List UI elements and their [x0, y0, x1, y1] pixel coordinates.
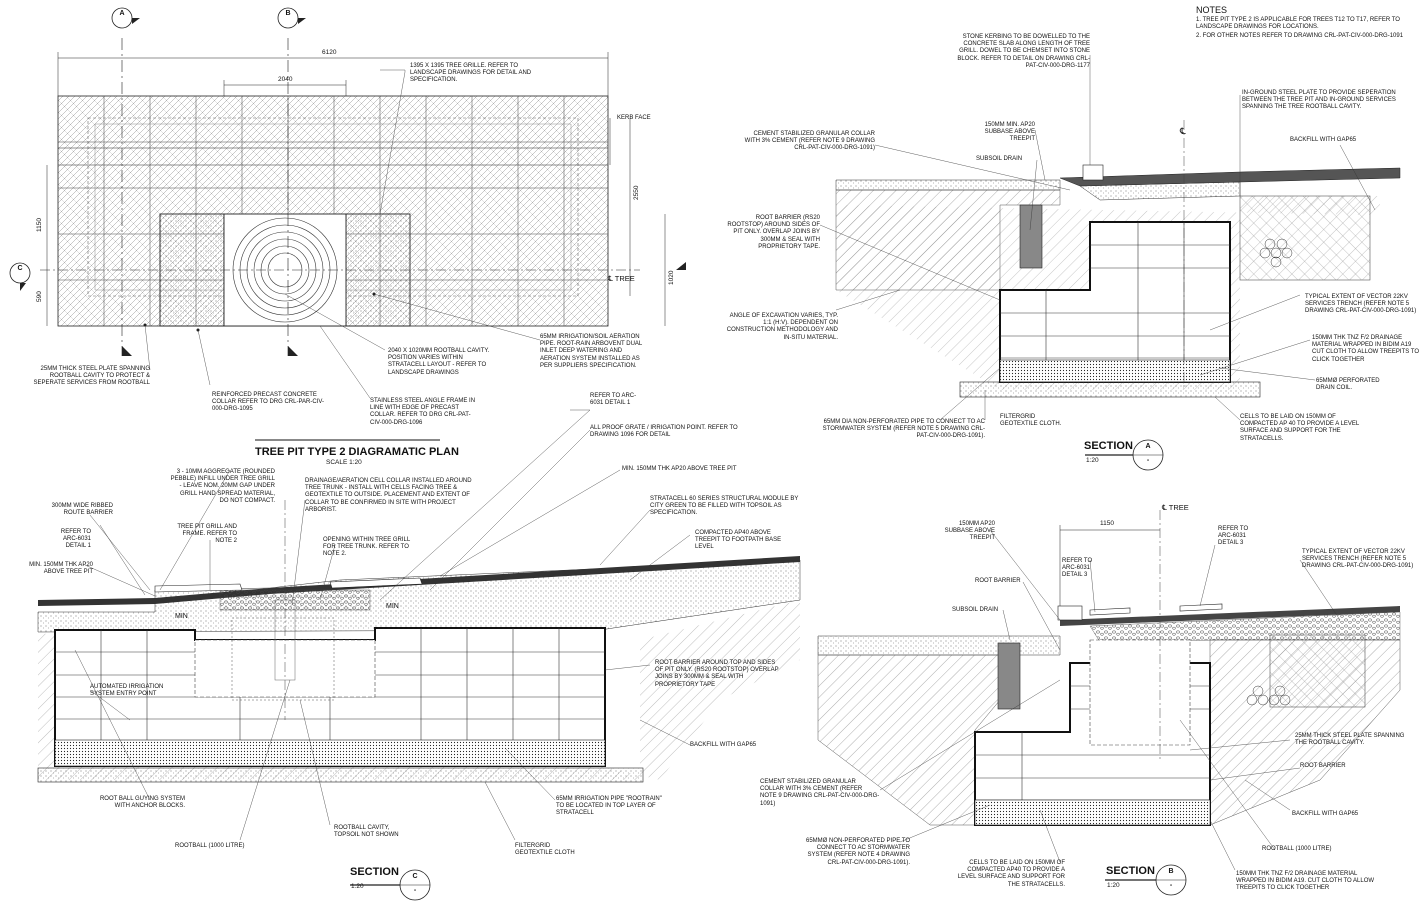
- sc-note-proof-grate: ALL PROOF GRATE / IRRIGATION POINT. REFE…: [590, 425, 738, 439]
- sc-note-aggregate: 3 - 10mm AGGREGATE (ROUNDED PEBBLE) INFI…: [170, 469, 275, 504]
- sb-dim-1150: 1150: [1100, 520, 1114, 527]
- sb-note-vector: TYPICAL EXTENT OF VECTOR 22kV SERVICES T…: [1302, 549, 1414, 570]
- dim-6120: 6120: [322, 49, 337, 56]
- sc-note-filtergrid: FILTERGRID GEOTEXTILE CLOTH: [515, 843, 575, 857]
- sc-note-ribbed: 300mm WIDE RIBBED ROUTE BARRIER: [51, 503, 113, 517]
- kerb-face-label: KERB FACE: [617, 115, 651, 121]
- sc-note-guying: ROOT BALL GUYING SYSTEM WITH ANCHOR BLOC…: [99, 796, 185, 810]
- sb-note-rootball: ROOTBALL (1000 LITRE): [1262, 846, 1332, 852]
- sc-note-refer-left: REFER TO ARC-6031 DETAIL 1: [60, 529, 91, 550]
- sc-note-min150-top: MIN. 150mm THK AP20 ABOVE TREE PIT: [622, 466, 737, 472]
- plan-note-frame: STAINLESS STEEL ANGLE FRAME IN LINE WITH…: [370, 398, 476, 426]
- sa-sub: -: [1146, 457, 1150, 464]
- sc-note-grill-frame: TREE PIT GRILL AND FRAME. REFER TO NOTE …: [177, 524, 237, 545]
- section-c-view: [37, 409, 801, 901]
- dim-1020: 1020: [668, 270, 675, 285]
- sc-note-cavity: ROOTBALL CAVITY, TOPSOIL NOT SHOWN: [334, 825, 399, 839]
- section-marker-a[interactable]: A: [119, 10, 125, 17]
- sa-note-cells: CELLS TO BE LAID ON 150mm OF COMPACTED A…: [1240, 414, 1360, 442]
- sa-note-in-ground-plate: IN-GROUND STEEL PLATE TO PROVIDE SEPERAT…: [1242, 90, 1396, 111]
- sa-note-excavation: ANGLE OF EXCAVATION VARIES, TYP. 1:1 (H:…: [726, 313, 838, 341]
- section-marker-c[interactable]: C: [17, 265, 23, 272]
- sa-letter: A: [1145, 443, 1151, 450]
- dim-590: 590: [36, 291, 43, 302]
- sc-note-refer-detail1: REFER TO ARC-6031 DETAIL 1: [590, 393, 637, 407]
- sc-title: SECTION: [350, 866, 399, 878]
- plan-note-collar: REINFORCED PRECAST CONCRETE COLLAR REFER…: [212, 392, 325, 413]
- sb-title: SECTION: [1106, 865, 1155, 877]
- sc-note-root-barrier: ROOT BARRIER AROUND TOP AND SIDES OF PIT…: [655, 660, 779, 688]
- sb-note-refer3: REFER TO ARC-6031 DETAIL 3: [1062, 558, 1093, 579]
- sa-note-perforated: 65mmØ PERFORATED DRAIN COIL.: [1316, 378, 1380, 392]
- sc-min-right: MIN: [386, 603, 399, 610]
- general-notes-list: 1. TREE PIT TYPE 2 IS APPLICABLE FOR TRE…: [1196, 17, 1416, 43]
- plan-view: [9, 7, 686, 399]
- sa-note-filtergrid: FILTERGRID GEOTEXTILE CLOTH.: [1000, 414, 1062, 428]
- sc-note-min150-left: MIN. 150mm THK AP20 ABOVE TREE PIT: [29, 562, 93, 576]
- general-note-2: 2. FOR OTHER NOTES REFER TO DRAWING CRL-…: [1196, 33, 1404, 40]
- sb-note-drainage: 150mm THK TNZ F/2 DRAINAGE MATERIAL WRAP…: [1236, 871, 1375, 892]
- plan-note-plate: 25mm THICK STEEL PLATE SPANNING ROOTBALL…: [33, 366, 150, 387]
- sb-cl-tree: ℄ TREE: [1162, 503, 1189, 512]
- sa-title: SECTION: [1084, 440, 1133, 452]
- sb-note-subsoil: SUBSOIL DRAIN: [952, 607, 999, 613]
- sc-note-stratacell: STRATACELL 60 SERIES STRUCTURAL MODULE B…: [650, 496, 799, 517]
- sb-note-backfill: BACKFILL WITH GAP65: [1292, 811, 1359, 817]
- sb-note-cells: CELLS TO BE LAID ON 150mm OF COMPACTED A…: [957, 860, 1065, 888]
- sa-note-root-barrier: ROOT BARRIER (RS20 ROOTSTOP) AROUND SIDE…: [727, 215, 820, 250]
- sa-scale: 1:20: [1086, 457, 1099, 464]
- notes-heading: NOTES: [1196, 5, 1228, 15]
- plan-note-irrigation: 65mm IRRIGATION/SOIL AERATION PIPE. ROOT…: [540, 334, 643, 369]
- sb-note-pipe65: 65mmØ NON-PERFORATED PIPE TO CONNECT TO …: [805, 838, 910, 866]
- section-a-view: [819, 55, 1401, 471]
- dim-2550: 2550: [633, 185, 640, 200]
- sc-note-backfill: BACKFILL WITH GAP65: [690, 742, 757, 748]
- sa-note-subsoil: SUBSOIL DRAIN: [976, 156, 1023, 162]
- sb-note-subbase: 150mm AP20 SUBBASE ABOVE TREEPIT: [944, 521, 995, 542]
- sb-scale: 1:20: [1107, 882, 1120, 889]
- general-note-1: 1. TREE PIT TYPE 2 IS APPLICABLE FOR TRE…: [1196, 17, 1400, 31]
- sb-note-cement: CEMENT STABILIZED GRANULAR COLLAR WITH 3…: [760, 779, 880, 807]
- sc-note-drain-cell: DRAINAGE/AERATION CELL COLLAR INSTALLED …: [305, 478, 472, 513]
- sa-note-drainage: 150mm THK TNZ F/2 DRAINAGE MATERIAL WRAP…: [1312, 335, 1420, 363]
- sa-note-backfill: BACKFILL WITH GAP65: [1290, 137, 1357, 143]
- sb-sub: -: [1169, 882, 1173, 889]
- sa-note-cement-collar: CEMENT STABILIZED GRANULAR COLLAR WITH 3…: [744, 131, 875, 152]
- sc-letter: C: [412, 873, 418, 880]
- section-b-view: [817, 510, 1401, 896]
- sc-note-compacted: COMPACTED AP40 ABOVE TREEPIT TO FOOTPATH…: [695, 530, 782, 551]
- dim-1150: 1150: [36, 218, 43, 232]
- sc-min-left: MIN: [175, 613, 188, 620]
- sb-note-plate: 25mm THICK STEEL PLATE SPANNING THE ROOT…: [1295, 733, 1405, 747]
- plan-cl-tree: ℄ TREE: [608, 274, 635, 283]
- sa-cl: ℄: [1180, 126, 1186, 136]
- sa-note-vector: TYPICAL EXTENT OF VECTOR 22kV SERVICES T…: [1305, 294, 1417, 315]
- sa-note-kerbing: STONE KERBING TO BE DOWELLED TO THE CONC…: [957, 34, 1090, 69]
- sc-note-opening: OPENING WITHIN TREE GRILL FOR TREE TRUNK…: [323, 537, 411, 558]
- sa-note-subbase: 150mm MIN. AP20 SUBBASE ABOVE TREEPIT: [984, 122, 1035, 143]
- sb-letter: B: [1168, 868, 1174, 875]
- sc-note-auto-irrigation: AUTOMATED IRRIGATION SYSTEM ENTRY POINT: [90, 684, 164, 698]
- plan-title: TREE PIT TYPE 2 DIAGRAMATIC PLAN: [255, 446, 459, 458]
- plan-note-cavity: 2040 x 1020mm ROOTBALL CAVITY. POSITION …: [388, 348, 490, 376]
- sa-note-pipe65: 65mm DIA NON-PERFORATED PIPE TO CONNECT …: [822, 419, 985, 440]
- sc-note-rootball: ROOTBALL (1000 LITRE): [175, 843, 245, 849]
- dim-2040: 2040: [278, 76, 293, 83]
- section-marker-b[interactable]: B: [285, 10, 291, 17]
- sc-note-rootrain: 65mm IRRIGATION PIPE "ROOTRAIN" TO BE LO…: [556, 796, 662, 817]
- sb-note-root-barrier: ROOT BARRIER: [1300, 763, 1346, 769]
- plan-scale: SCALE 1:20: [326, 459, 362, 466]
- sb-note-root-barrier-top: ROOT BARRIER: [975, 578, 1021, 584]
- sb-note-refer3b: REFER TO ARC-6031 DETAIL 3: [1218, 526, 1249, 547]
- sc-scale: 1:20: [351, 883, 364, 890]
- sc-sub: -: [413, 887, 417, 894]
- plan-note-grille: 1395 x 1395 TREE GRILLE. REFER TO LANDSC…: [410, 63, 532, 84]
